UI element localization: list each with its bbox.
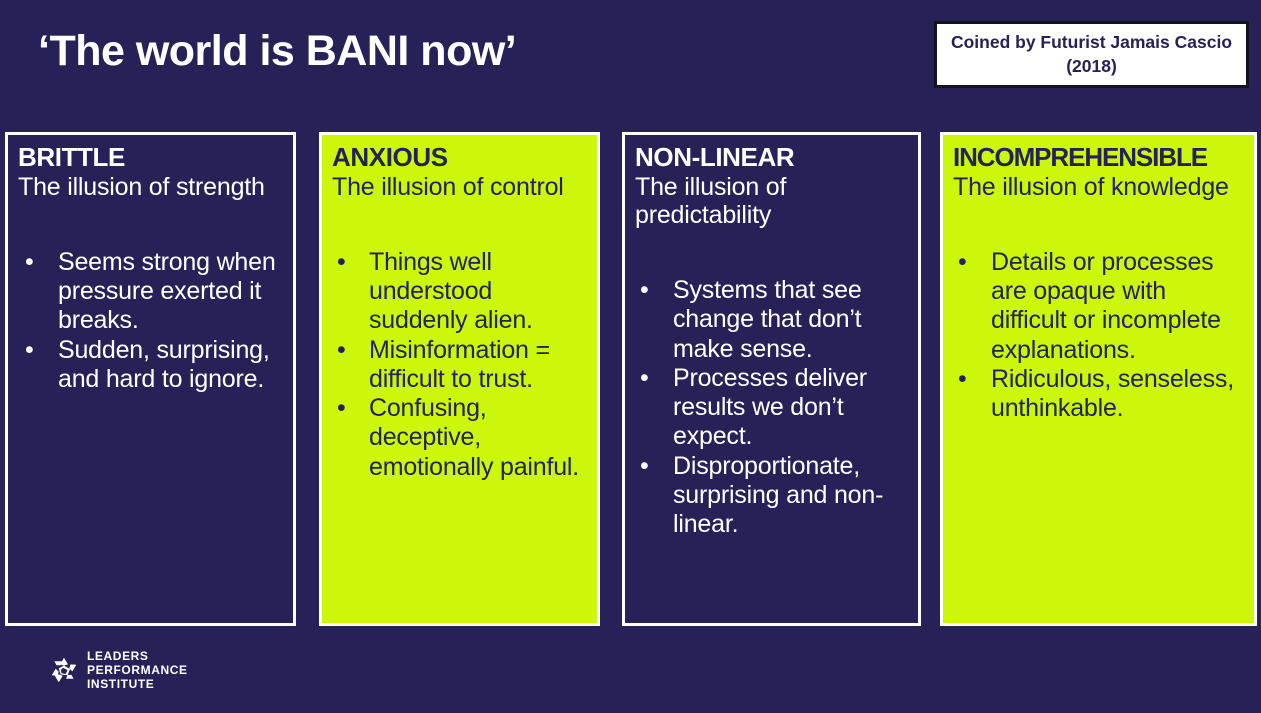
logo-line-performance: PERFORMANCE (87, 663, 188, 678)
bullet-icon: • (25, 247, 34, 276)
logo-line-institute: INSTITUTE (87, 677, 155, 692)
pinwheel-star-icon (50, 656, 78, 684)
list-item-text: Processes deliver results we don’t expec… (673, 363, 867, 451)
card-bullet-list: • Details or processes are opaque with d… (953, 248, 1244, 424)
card-subtitle: The illusion of control (332, 172, 564, 201)
card-subtitle: The illusion of strength (18, 172, 265, 201)
list-item: • Things well understood suddenly alien. (332, 248, 587, 336)
card-term: NON-LINEAR (635, 142, 795, 172)
card-anxious[interactable]: ANXIOUS The illusion of control • Things… (319, 132, 600, 626)
card-subtitle: The illusion of predictability (635, 172, 787, 229)
list-item: • Systems that see change that don’t mak… (635, 276, 908, 364)
bullet-icon: • (640, 451, 649, 480)
list-item: • Disproportionate, surprising and non-l… (635, 452, 908, 540)
card-bullet-list: • Systems that see change that don’t mak… (635, 276, 908, 539)
card-bullet-list: • Seems strong when pressure exerted it … (18, 248, 283, 394)
list-item-text: Ridiculous, senseless, unthinkable. (991, 364, 1234, 423)
card-subtitle: The illusion of knowledge (953, 172, 1229, 201)
card-bullet-list: • Things well understood suddenly alien.… (332, 248, 587, 482)
list-item-text: Seems strong when pressure exerted it br… (58, 247, 276, 335)
bullet-icon: • (25, 335, 34, 364)
list-item-text: Sudden, surprising, and hard to ignore. (58, 335, 270, 393)
list-item: • Seems strong when pressure exerted it … (18, 248, 283, 336)
bullet-icon: • (337, 394, 346, 423)
list-item: • Processes deliver results we don’t exp… (635, 364, 908, 452)
bullet-icon: • (640, 276, 649, 305)
list-item-text: Confusing, deceptive, emotionally painfu… (369, 394, 580, 481)
brand-logo: LEADERS PERFORMANCE INSTITUTE (50, 649, 188, 691)
logo-line-leaders: LEADERS (87, 649, 149, 663)
bullet-icon: • (337, 247, 346, 276)
attribution-text: Coined by Futurist Jamais Cascio (2018) (950, 32, 1233, 76)
list-item-text: Disproportionate, surprising and non-lin… (673, 451, 884, 539)
list-item: • Confusing, deceptive, emotionally pain… (332, 394, 587, 482)
card-non-linear[interactable]: NON-LINEAR The illusion of predictabilit… (622, 132, 921, 626)
list-item: • Ridiculous, senseless, unthinkable. (953, 365, 1244, 424)
bullet-icon: • (337, 335, 346, 364)
bullet-icon: • (958, 247, 967, 276)
card-term: ANXIOUS (332, 142, 448, 172)
card-brittle[interactable]: BRITTLE The illusion of strength • Seems… (5, 132, 296, 626)
list-item: • Misinformation = difficult to trust. (332, 336, 587, 395)
card-term: INCOMPREHENSIBLE (953, 142, 1208, 172)
bullet-icon: • (640, 363, 649, 392)
list-item-text: Details or processes are opaque with dif… (991, 247, 1221, 364)
page-title: ‘The world is BANI now’ (38, 27, 517, 75)
list-item-text: Systems that see change that don’t make … (673, 276, 862, 363)
logo-wordmark: LEADERS PERFORMANCE INSTITUTE (87, 649, 188, 691)
list-item: • Details or processes are opaque with d… (953, 248, 1244, 365)
card-incomprehensible[interactable]: INCOMPREHENSIBLE The illusion of knowled… (940, 132, 1257, 626)
bani-card-row: BRITTLE The illusion of strength • Seems… (0, 132, 1261, 626)
attribution-badge: Coined by Futurist Jamais Cascio (2018) (934, 21, 1249, 89)
list-item: • Sudden, surprising, and hard to ignore… (18, 336, 283, 395)
list-item-text: Misinformation = difficult to trust. (369, 335, 550, 393)
list-item-text: Things well understood suddenly alien. (369, 247, 533, 335)
bullet-icon: • (958, 364, 967, 393)
card-term: BRITTLE (18, 142, 125, 172)
